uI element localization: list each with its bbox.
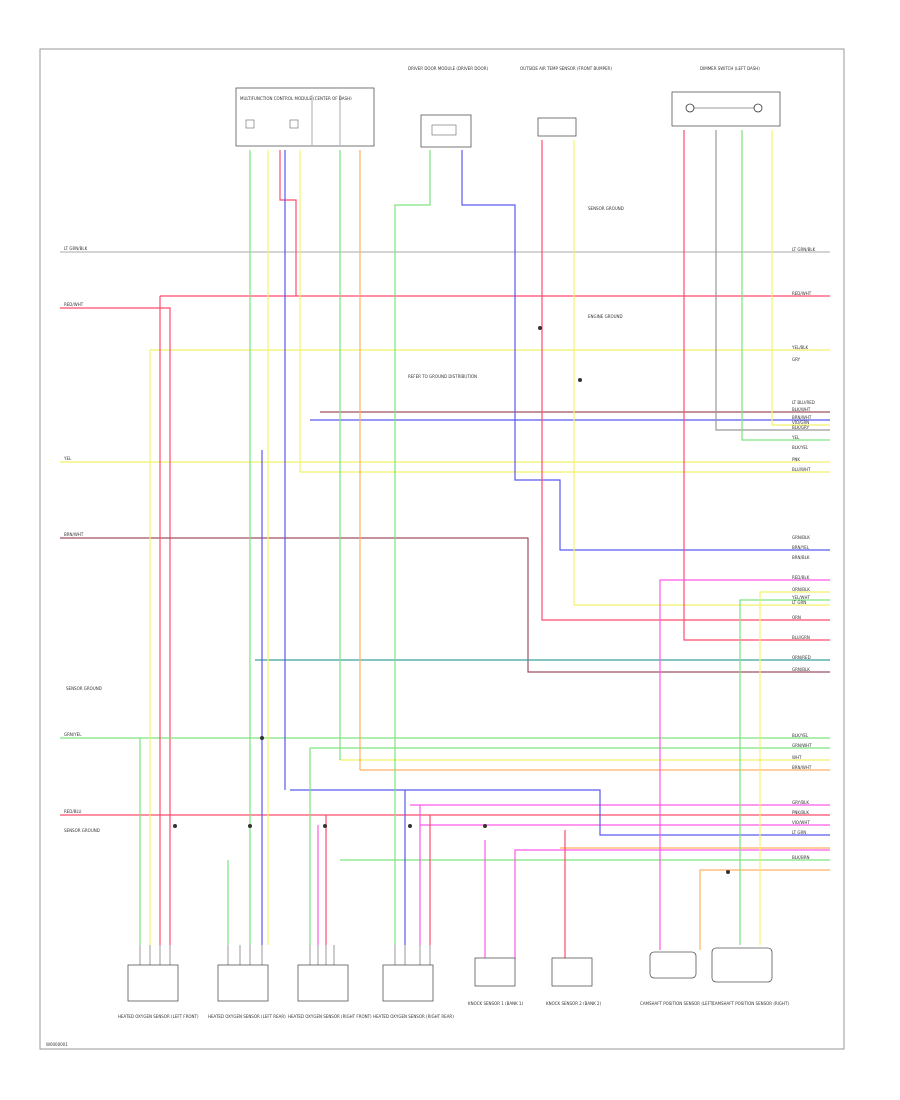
top-component-label-2: OUTSIDE AIR TEMP SENSOR (FRONT BUMPER) — [520, 66, 612, 71]
right-label-16: RED/BLK — [792, 575, 810, 580]
wire-cam-right-green — [739, 599, 830, 945]
bottom-component-cam-left: CAMSHAFT POSITION SENSOR (LEFT) — [640, 951, 714, 1006]
right-label-12: BLU/WHT — [792, 467, 811, 472]
wire-dim-red — [683, 130, 830, 641]
svg-text:CAMSHAFT POSITION SENSOR (LEFT: CAMSHAFT POSITION SENSOR (LEFT) — [640, 1001, 714, 1006]
wire-dim-yellow — [771, 130, 830, 426]
right-label-29: PNK/BLK — [792, 810, 809, 815]
svg-text:KNOCK SENSOR 2 (BANK 2): KNOCK SENSOR 2 (BANK 2) — [546, 1001, 602, 1006]
right-label-8: BLK/GRY — [792, 425, 810, 430]
right-label-30: VIO/WHT — [792, 820, 810, 825]
wire-cam-left-orange — [699, 869, 830, 950]
top-component-driver-door-module: DRIVER DOOR MODULE (DRIVER DOOR) — [408, 66, 488, 148]
left-label-1: RED/WHT — [64, 302, 84, 307]
right-label-2: YEL/BLK — [791, 345, 809, 350]
wire-brown-1 — [60, 537, 830, 673]
left-label-4: GRN/YEL — [64, 732, 82, 737]
right-label-19: LT GRN — [792, 600, 806, 605]
right-label-27: BRN/WHT — [792, 765, 812, 770]
wire-cam-right-yellow — [759, 591, 830, 945]
bottom-component-o2-lf: HEATED OXYGEN SENSOR (LEFT FRONT) — [118, 964, 199, 1019]
bottom-components: HEATED OXYGEN SENSOR (LEFT FRONT) HEATED… — [118, 947, 789, 1019]
svg-text:HEATED OXYGEN SENSOR (RIGHT RE: HEATED OXYGEN SENSOR (RIGHT REAR) — [373, 1014, 454, 1019]
diagram-notes: SENSOR GROUND ENGINE GROUND REFER TO GRO… — [64, 206, 624, 833]
right-label-15: BRN/BLK — [792, 555, 810, 560]
wire-dim-green — [741, 130, 830, 441]
top-component-label-0: MULTIFUNCTION CONTROL MODULE (CENTER OF … — [240, 96, 352, 101]
bottom-component-knock-1: KNOCK SENSOR 1 (BANK 1) — [468, 957, 524, 1006]
svg-text:HEATED OXYGEN SENSOR (LEFT REA: HEATED OXYGEN SENSOR (LEFT REAR) — [208, 1014, 286, 1019]
right-label-18: YEL/WHT — [791, 595, 811, 600]
bottom-component-o2-rr: HEATED OXYGEN SENSOR (RIGHT REAR) — [373, 964, 454, 1019]
wire-ddm-blue — [461, 150, 830, 551]
left-wire-labels: LT GRN/BLK RED/WHT YEL BRN/WHT GRN/YEL R… — [63, 246, 88, 814]
wire-runs — [60, 130, 830, 960]
left-label-5: RED/BLU — [64, 809, 82, 814]
right-label-7: VIO/GRN — [792, 420, 809, 425]
right-label-3: GRY — [792, 357, 801, 362]
left-label-2: YEL — [63, 456, 72, 461]
wire-dim-gray — [715, 130, 830, 431]
right-label-22: ORN/RED — [792, 655, 811, 660]
wire-knock1-magenta2 — [514, 849, 830, 960]
note-2: REFER TO GROUND DISTRIBUTION — [408, 374, 477, 379]
wire-cam-left-magenta — [659, 579, 830, 950]
wire-ddm-green — [394, 150, 431, 945]
top-component-label-1: DRIVER DOOR MODULE (DRIVER DOOR) — [408, 66, 488, 71]
right-label-21: BLU/GRN — [792, 635, 810, 640]
left-label-0: LT GRN/BLK — [64, 246, 88, 251]
note-4: SENSOR GROUND — [64, 828, 100, 833]
splice-points — [173, 326, 730, 874]
right-label-25: GRN/WHT — [792, 743, 812, 748]
footer-code: W0000001 — [46, 1042, 68, 1047]
right-label-23: GRN/BLK — [792, 667, 810, 672]
svg-text:HEATED OXYGEN SENSOR (RIGHT FR: HEATED OXYGEN SENSOR (RIGHT FRONT) — [288, 1014, 372, 1019]
svg-text:CAMSHAFT POSITION SENSOR (RIGH: CAMSHAFT POSITION SENSOR (RIGHT) — [712, 1001, 789, 1006]
top-component-dimmer-switch: DIMMER SWITCH (LEFT DASH) — [671, 66, 781, 127]
top-component-multifunction-module: MULTIFUNCTION CONTROL MODULE (CENTER OF … — [235, 87, 375, 147]
right-label-10: BLK/YEL — [792, 445, 809, 450]
right-label-1: RED/WHT — [792, 291, 812, 296]
right-label-11: PNK — [792, 457, 800, 462]
right-label-32: BLK/BRN — [792, 855, 809, 860]
right-label-5: BLK/WHT — [792, 407, 811, 412]
right-wire-labels: LT GRN/BLK RED/WHT YEL/BLK GRY LT BLU/RED BLK… — [791, 247, 816, 860]
svg-text:KNOCK SENSOR 1 (BANK 1): KNOCK SENSOR 1 (BANK 1) — [468, 1001, 524, 1006]
right-label-6: BRN/WHT — [792, 415, 812, 420]
wire-oat-red — [541, 140, 830, 621]
right-label-31: LT GRN — [792, 830, 806, 835]
right-label-9: YEL — [791, 435, 800, 440]
bottom-component-cam-right: CAMSHAFT POSITION SENSOR (RIGHT) — [711, 947, 789, 1006]
right-label-20: ORN — [792, 615, 801, 620]
wire-mfm-red — [279, 150, 297, 296]
right-label-0: LT GRN/BLK — [792, 247, 816, 252]
wire-blue-2 — [290, 789, 830, 836]
note-1: ENGINE GROUND — [588, 314, 623, 319]
top-component-label-3: DIMMER SWITCH (LEFT DASH) — [700, 66, 760, 71]
note-0: SENSOR GROUND — [588, 206, 624, 211]
wire-oat-yellow — [573, 140, 830, 606]
right-label-13: GRN/BLK — [792, 535, 810, 540]
bottom-component-knock-2: KNOCK SENSOR 2 (BANK 2) — [546, 957, 602, 1006]
bottom-component-o2-lr: HEATED OXYGEN SENSOR (LEFT REAR) — [208, 964, 286, 1019]
bottom-connector-pins — [139, 945, 431, 965]
right-label-28: GRY/BLK — [792, 800, 809, 805]
top-component-outside-air-temp-sensor: OUTSIDE AIR TEMP SENSOR (FRONT BUMPER) — [520, 66, 612, 137]
svg-text:HEATED OXYGEN SENSOR (LEFT FRO: HEATED OXYGEN SENSOR (LEFT FRONT) — [118, 1014, 199, 1019]
left-label-3: BRN/WHT — [64, 532, 84, 537]
wire-magenta-red — [60, 307, 171, 945]
right-label-4: LT BLU/RED — [792, 400, 815, 405]
diagram-frame — [39, 48, 845, 1050]
right-label-26: WHT — [792, 755, 802, 760]
note-3: SENSOR GROUND — [66, 686, 102, 691]
right-label-14: BRN/YEL — [792, 545, 810, 550]
right-label-17: ORN/BLK — [792, 587, 810, 592]
bottom-component-o2-rf: HEATED OXYGEN SENSOR (RIGHT FRONT) — [288, 964, 372, 1019]
right-label-24: BLK/YEL — [792, 733, 809, 738]
